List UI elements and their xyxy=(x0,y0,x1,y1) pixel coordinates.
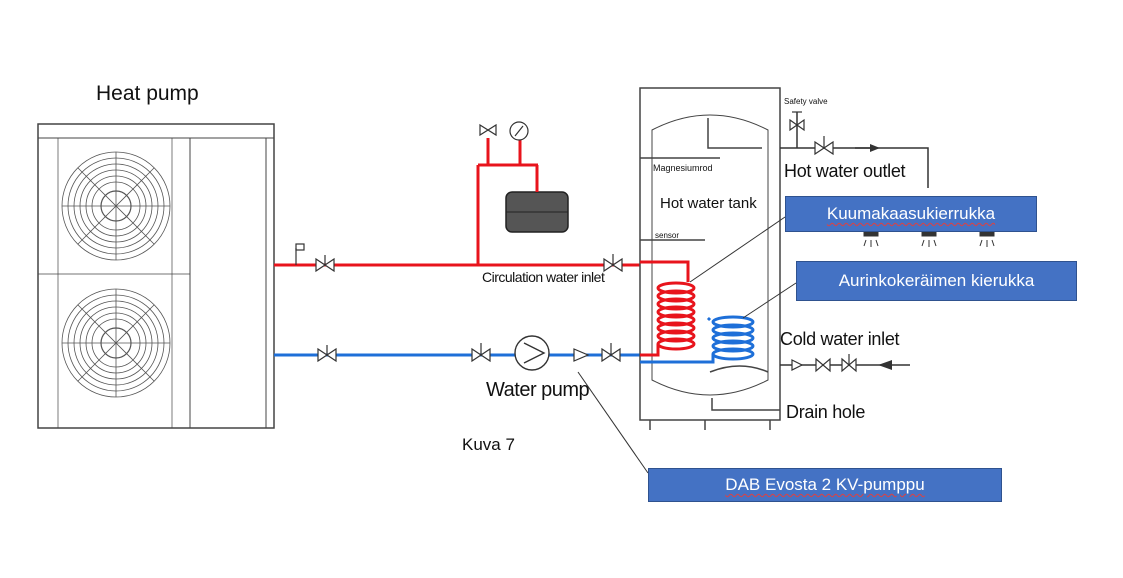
safety-valve-label: Safety valve xyxy=(784,97,828,106)
callout-leaders xyxy=(577,216,797,474)
hot-water-tank xyxy=(639,87,781,430)
safety-valve-icon xyxy=(789,111,805,132)
valve-hot-return-icon xyxy=(315,255,335,273)
shower-head-2-icon xyxy=(921,229,937,247)
callout-pump-model-text: DAB Evosta 2 KV-pumppu xyxy=(725,475,925,494)
valve-cold-2-icon xyxy=(471,343,491,363)
pressure-gauge-icon xyxy=(509,121,529,141)
callout-hot-gas-coil-text: Kuumakaasukierrukka xyxy=(826,204,996,223)
figure-caption: Kuva 7 xyxy=(462,435,515,454)
arrow-inlet-icon xyxy=(878,360,892,370)
drain-hole-label: Drain hole xyxy=(786,402,865,422)
magnesium-rod-label: Magnesiumrod xyxy=(653,163,713,173)
callout-solar-collector-coil: Aurinkokeräimen kierukka xyxy=(796,261,1077,301)
sensor-label: sensor xyxy=(655,231,679,240)
callout-hot-gas-coil: Kuumakaasukierrukka xyxy=(785,196,1037,232)
callout-pump-model: DAB Evosta 2 KV-pumppu xyxy=(648,468,1002,502)
heat-pump-label: Heat pump xyxy=(96,82,199,105)
fan-bottom-icon xyxy=(61,288,171,398)
solar-collector-coil xyxy=(640,315,755,364)
hot-water-outlet-label: Hot water outlet xyxy=(784,161,906,181)
circulation-water-inlet-label: Circulation water inlet xyxy=(482,269,605,285)
water-pump-icon xyxy=(514,335,550,371)
shower-head-1-icon xyxy=(863,229,879,247)
check-valve-icon xyxy=(573,348,590,362)
air-vent-valve-icon xyxy=(479,123,497,137)
flag-sensor-icon xyxy=(295,243,305,265)
expansion-tank xyxy=(505,165,569,233)
valve-hot-outlet-icon xyxy=(814,136,834,156)
cold-water-inlet-label: Cold water inlet xyxy=(780,329,900,349)
hot-gas-coil xyxy=(640,260,696,357)
hot-water-tank-label: Hot water tank xyxy=(660,195,757,212)
callout-solar-collector-coil-text: Aurinkokeräimen kierukka xyxy=(838,271,1035,290)
valve-cold-3-icon xyxy=(601,343,621,363)
valve-cold-1-icon xyxy=(317,345,337,363)
heat-pump-unit xyxy=(37,123,275,429)
hot-supply-pipe xyxy=(274,138,640,267)
fan-top-icon xyxy=(61,151,171,261)
valve-circulation-inlet-icon xyxy=(603,254,623,273)
water-pump-label: Water pump xyxy=(486,379,590,401)
cold-inlet-fittings-icon xyxy=(791,354,857,373)
arrow-outlet-icon xyxy=(870,144,880,152)
shower-head-3-icon xyxy=(979,229,995,247)
